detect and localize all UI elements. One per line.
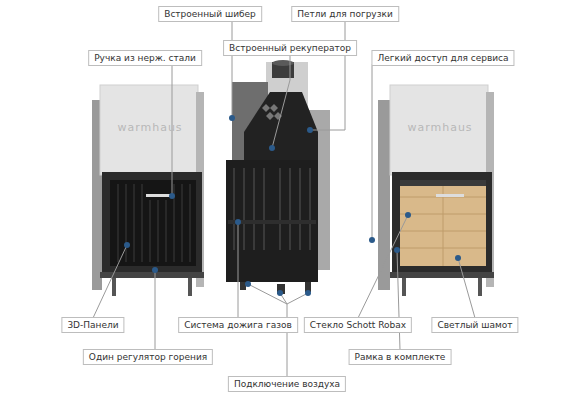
callout-label: Один регулятор горения	[83, 349, 213, 365]
callout-label: Стекло Schott Robax	[304, 317, 412, 333]
callout-label: Легкий доступ для сервиса	[371, 50, 514, 66]
brand-mark: warmhaus	[117, 121, 182, 134]
leader-lines	[93, 20, 475, 378]
callout-label: Светлый шамот	[431, 317, 518, 333]
right-fireplace	[378, 85, 494, 296]
leader-dots	[124, 115, 461, 296]
callout-label: Ручка из нерж. стали	[88, 50, 202, 66]
center-insert	[226, 60, 330, 294]
callout-label: Встроенный шибер	[158, 6, 262, 22]
brand-mark: warmhaus	[407, 121, 472, 134]
callout-label: Система дожига газов	[178, 317, 298, 333]
callout-label: Петли для погрузки	[291, 6, 399, 22]
callout-label: Подключение воздуха	[228, 376, 346, 392]
callout-label: Встроенный рекуператор	[223, 40, 357, 56]
left-fireplace	[92, 85, 204, 296]
callout-label: Рамка в комплекте	[349, 349, 452, 365]
callout-label: 3D-Панели	[61, 317, 124, 333]
